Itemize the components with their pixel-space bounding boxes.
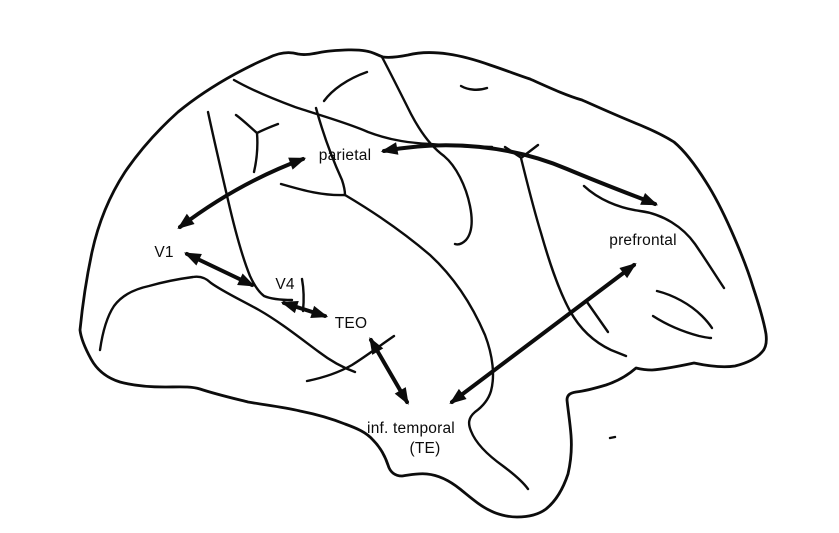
arrow-v1-parietal bbox=[177, 157, 307, 230]
y-sulcus bbox=[234, 113, 280, 174]
connection-arrows bbox=[177, 142, 659, 405]
arrow-v4-teo bbox=[280, 300, 329, 319]
temporal-speck bbox=[608, 435, 617, 440]
medial-edge-line bbox=[232, 78, 494, 149]
label-teo: TEO bbox=[335, 315, 367, 332]
label-v4: V4 bbox=[275, 276, 295, 293]
label-parietal: parietal bbox=[319, 147, 371, 164]
postcentral-sulcus bbox=[314, 106, 347, 197]
label-inf-temporal: inf. temporal bbox=[367, 420, 455, 437]
arrow-teo-inftemporal bbox=[369, 337, 409, 405]
frontal-tick bbox=[585, 300, 610, 334]
inferior-occipital-arc bbox=[98, 275, 357, 374]
label-te: (TE) bbox=[410, 440, 441, 457]
inferior-occipital-tick bbox=[300, 277, 305, 313]
arrow-v1-v4 bbox=[183, 252, 256, 287]
central-sulcus bbox=[503, 143, 628, 358]
parietal-small-arc bbox=[322, 70, 369, 103]
brain-outer-contour bbox=[78, 48, 768, 519]
label-prefrontal: prefrontal bbox=[609, 232, 676, 249]
principal-sulcus-upper bbox=[655, 289, 714, 330]
arrow-parietal-prefrontal bbox=[380, 142, 659, 206]
arrow-inftemporal-prefrontal bbox=[449, 262, 637, 405]
principal-sulcus-lower bbox=[651, 314, 713, 340]
label-v1: V1 bbox=[154, 244, 173, 261]
frontal-small-arc bbox=[459, 84, 489, 91]
sts-left-arm bbox=[279, 182, 347, 197]
region-labels: parietal prefrontal V1 V4 TEO inf. tempo… bbox=[154, 147, 676, 457]
